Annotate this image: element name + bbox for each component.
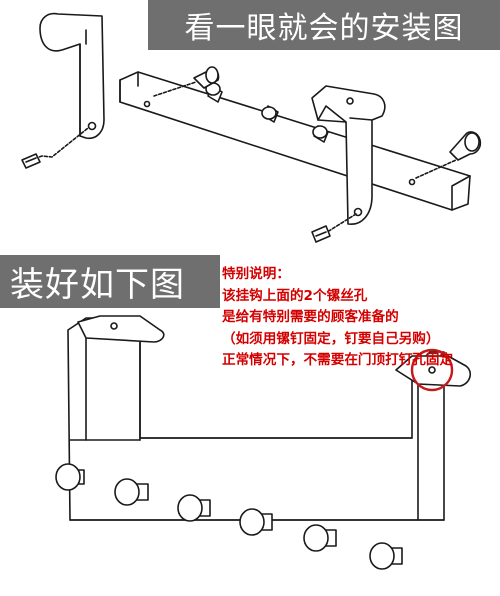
note-line: 是给有特别需要的顾客准备的 [222,309,399,325]
peg-4 [239,508,273,536]
peg-3 [177,494,211,522]
screw-right [415,131,482,179]
note-line: （如须用镙钉固定，钉要自己另购） [222,330,440,347]
screw-hole-highlight [410,348,454,392]
screw-left [21,127,89,169]
note-line: 特别说明： [222,266,290,282]
screw-bottom [311,213,357,243]
special-notes: 特别说明： 该挂钩上面的2个镙丝孔 是给有特别需要的顾客准备的 （如须用镙钉固定… [222,264,500,372]
peg-6 [369,542,403,570]
peg-5 [303,524,337,552]
note-line: 该挂钩上面的2个镙丝孔 [222,287,368,304]
top-banner-text: 看一眼就会的安装图 [184,11,464,46]
hook-pegs [205,82,329,143]
middle-banner: 装好如下图 [0,255,220,308]
door-clip-right [311,85,386,225]
door-clip-left [39,12,105,140]
top-banner: 看一眼就会的安装图 [148,0,500,50]
hook-rail [119,71,471,211]
note-line: 正常情况下，不需要在门顶打钉孔固定 [222,352,454,368]
peg-2 [114,478,149,506]
middle-banner-text: 装好如下图 [10,265,185,305]
assembled-hook-rack [55,315,472,570]
pin-top [153,66,220,97]
peg-1 [55,463,85,491]
